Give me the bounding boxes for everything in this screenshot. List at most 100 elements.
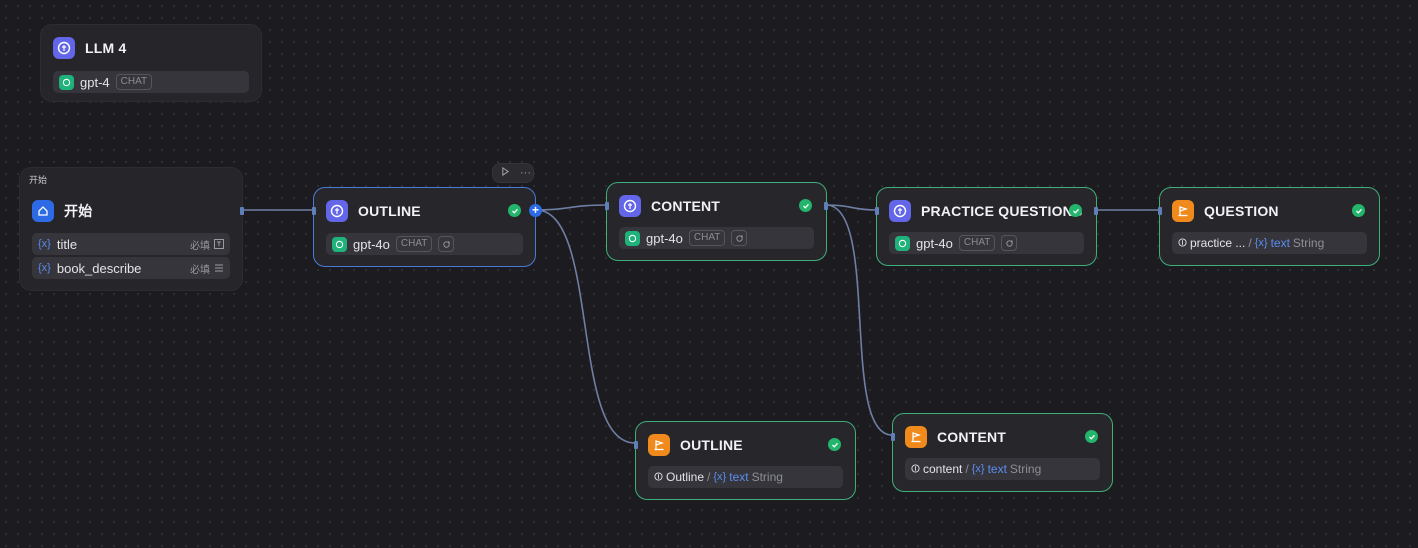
node-title: OUTLINE <box>680 437 743 453</box>
variable-name: text <box>1270 236 1290 250</box>
node-title: LLM 4 <box>85 40 127 56</box>
success-check-icon <box>828 438 841 451</box>
variable-icon: {x} <box>1254 237 1268 249</box>
variable-name: text <box>987 462 1007 476</box>
llm-mini-icon <box>654 470 663 484</box>
node-header: PRACTICE QUESTIONS <box>889 200 1083 222</box>
node-content-end[interactable]: CONTENT content / {x} text String <box>891 413 1113 492</box>
end-flag-icon <box>905 426 927 448</box>
end-flag-icon <box>648 434 670 456</box>
llm-icon <box>619 195 641 217</box>
llm-mini-icon <box>1178 236 1187 250</box>
success-check-icon <box>1069 204 1082 217</box>
node-title: CONTENT <box>937 429 1007 445</box>
model-tag: CHAT <box>115 74 153 90</box>
model-settings-icon[interactable] <box>1001 235 1018 251</box>
success-check-icon <box>1085 430 1098 443</box>
node-title: PRACTICE QUESTIONS <box>921 203 1083 219</box>
input-handle[interactable] <box>312 207 316 215</box>
home-icon <box>32 200 54 222</box>
variable-type: String <box>751 470 783 484</box>
openai-icon <box>332 236 347 252</box>
variable-type: String <box>1292 236 1325 250</box>
openai-icon <box>895 235 910 251</box>
source-node: Outline <box>666 470 705 484</box>
node-title: QUESTION <box>1204 203 1279 219</box>
node-practice-llm[interactable]: PRACTICE QUESTIONS gpt-4o CHAT <box>875 187 1098 266</box>
paragraph-icon <box>214 261 224 276</box>
node-header: LLM 4 <box>53 37 126 59</box>
model-row[interactable]: gpt-4o CHAT <box>889 232 1084 254</box>
start-field-book-describe[interactable]: {x} book_describe 必填 <box>32 257 230 279</box>
model-name: gpt-4o <box>916 235 953 251</box>
node-title: OUTLINE <box>358 203 421 219</box>
success-check-icon <box>508 204 521 217</box>
model-tag: CHAT <box>395 236 433 252</box>
model-row[interactable]: gpt-4 CHAT <box>53 71 249 93</box>
llm-icon <box>53 37 75 59</box>
model-row[interactable]: gpt-4o CHAT <box>326 233 523 255</box>
output-variable-row[interactable]: content / {x} text String <box>905 458 1100 480</box>
end-flag-icon <box>1172 200 1194 222</box>
start-field-title[interactable]: {x} title 必填 <box>32 233 230 255</box>
node-header: CONTENT <box>619 195 720 217</box>
model-name: gpt-4o <box>646 230 683 246</box>
path-separator: / <box>1248 236 1252 250</box>
input-handle[interactable] <box>891 433 895 441</box>
node-header: 开始 <box>32 200 92 222</box>
required-label: 必填 <box>190 264 210 276</box>
input-handle[interactable] <box>605 202 609 210</box>
source-node: content <box>923 462 963 476</box>
required-label: 必填 <box>190 240 210 252</box>
model-name: gpt-4 <box>80 74 110 90</box>
model-settings-icon[interactable] <box>438 236 455 252</box>
model-row[interactable]: gpt-4o CHAT <box>619 227 814 249</box>
output-handle[interactable] <box>240 207 244 215</box>
node-content-llm[interactable]: CONTENT gpt-4o CHAT <box>605 182 828 261</box>
play-icon[interactable] <box>501 166 510 179</box>
node-toolbar: ··· <box>492 163 534 183</box>
llm-mini-icon <box>911 462 920 476</box>
node-header: OUTLINE <box>648 434 743 456</box>
model-tag: CHAT <box>958 235 996 251</box>
output-handle[interactable] <box>1094 207 1098 215</box>
openai-icon <box>625 230 640 246</box>
field-name: book_describe <box>56 260 142 276</box>
llm-icon <box>889 200 911 222</box>
node-title: 开始 <box>64 203 93 219</box>
text-field-icon <box>214 237 224 252</box>
variable-icon: {x} <box>38 238 51 250</box>
node-llm4[interactable]: LLM 4 gpt-4 CHAT <box>40 24 262 102</box>
output-variable-row[interactable]: practice ... / {x} text String <box>1172 232 1367 254</box>
node-header: OUTLINE <box>326 200 421 222</box>
llm-icon <box>326 200 348 222</box>
success-check-icon <box>799 199 812 212</box>
variable-icon: {x} <box>971 463 985 475</box>
path-separator: / <box>965 462 969 476</box>
ellipsis-icon[interactable]: ··· <box>520 167 531 179</box>
output-handle[interactable] <box>824 202 828 210</box>
model-settings-icon[interactable] <box>731 230 748 246</box>
add-node-plus-icon[interactable]: + <box>529 204 542 217</box>
node-outline-end[interactable]: OUTLINE Outline / {x} text String <box>634 421 856 500</box>
input-handle[interactable] <box>875 207 879 215</box>
group-label: 开始 <box>29 175 48 185</box>
variable-icon: {x} <box>713 471 727 483</box>
input-handle[interactable] <box>634 441 638 449</box>
field-name: title <box>56 236 78 252</box>
input-handle[interactable] <box>1158 207 1162 215</box>
edge-content-practice <box>825 204 877 211</box>
success-check-icon <box>1352 204 1365 217</box>
openai-icon <box>59 74 74 90</box>
node-title: CONTENT <box>651 198 721 214</box>
source-node: practice ... <box>1190 236 1246 250</box>
node-question-end[interactable]: QUESTION practice ... / {x} text String <box>1158 187 1380 266</box>
path-separator: / <box>707 470 711 484</box>
node-outline-llm[interactable]: OUTLINE gpt-4o CHAT + <box>312 187 542 267</box>
node-header: CONTENT <box>905 426 1006 448</box>
model-tag: CHAT <box>688 230 726 246</box>
edge-outline-content <box>535 204 607 211</box>
node-header: QUESTION <box>1172 200 1279 222</box>
node-start[interactable]: 开始 开始 {x} title 必填 {x} book_describe 必填 <box>19 167 244 291</box>
output-variable-row[interactable]: Outline / {x} text String <box>648 466 843 488</box>
